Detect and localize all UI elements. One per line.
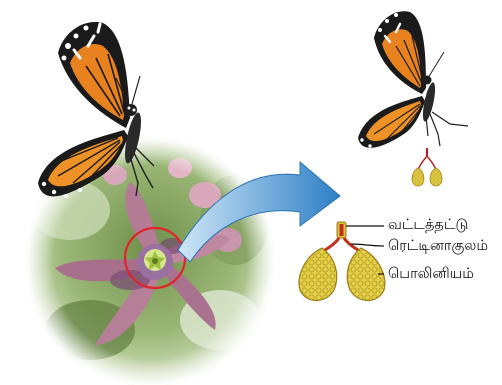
pollinarium-enlarged (299, 222, 385, 301)
pollinia-small (412, 148, 442, 186)
label-corpusculum: வட்டத்தட்டு (388, 216, 468, 234)
butterfly-small (358, 11, 468, 150)
label-pollinium: பொலினியம் (388, 265, 474, 283)
label-retinaculum: ரெட்டினாகுலம் (388, 237, 488, 255)
pollinium-left (299, 248, 337, 301)
leader-retinaculum (351, 244, 384, 246)
